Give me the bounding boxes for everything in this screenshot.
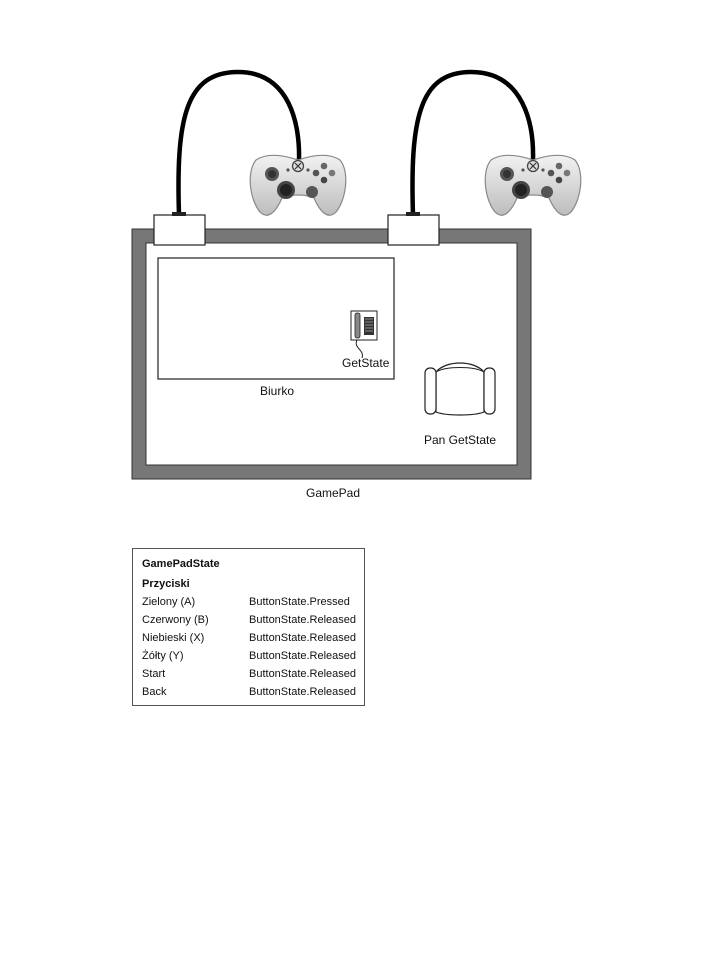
- cable-right: [410, 69, 536, 218]
- button-name: Zielony (A): [142, 596, 196, 608]
- button-state: ButtonState.Pressed: [249, 596, 350, 608]
- gamepad-diagram: GetState Biurko Pan GetState GamePad: [131, 69, 582, 500]
- button-state: ButtonState.Released: [249, 614, 357, 626]
- table-row: Back ButtonState.Released: [142, 686, 358, 704]
- controller-icon: [484, 154, 582, 216]
- table-rows: Zielony (A) ButtonState.Pressed Czerwony…: [142, 596, 358, 704]
- gamepad-state-table: GamePadState Przyciski Zielony (A) Butto…: [132, 548, 365, 706]
- chair-label: Pan GetState: [424, 433, 497, 447]
- button-name: Niebieski (X): [142, 632, 205, 644]
- telephone-icon: [350, 310, 378, 359]
- button-state: ButtonState.Released: [249, 650, 357, 662]
- button-name: Czerwony (B): [142, 614, 209, 626]
- table-row: Żółty (Y) ButtonState.Released: [142, 650, 358, 668]
- button-name: Back: [142, 686, 167, 698]
- controller-icon: [249, 154, 347, 216]
- button-state: ButtonState.Released: [249, 632, 357, 644]
- phone-label: GetState: [342, 356, 390, 370]
- button-state: ButtonState.Released: [249, 686, 357, 698]
- desk-label: Biurko: [260, 384, 295, 398]
- port-right: [387, 214, 440, 246]
- table-title: GamePadState: [142, 558, 220, 570]
- table-row: Start ButtonState.Released: [142, 668, 358, 686]
- table-row: Zielony (A) ButtonState.Pressed: [142, 596, 358, 614]
- port-left: [153, 214, 206, 246]
- gamepad-label: GamePad: [306, 486, 361, 500]
- chair-icon: [424, 362, 496, 416]
- section-heading: Przyciski: [142, 578, 190, 590]
- button-name: Żółty (Y): [142, 650, 184, 662]
- table-row: Niebieski (X) ButtonState.Released: [142, 632, 358, 650]
- table-row: Czerwony (B) ButtonState.Released: [142, 614, 358, 632]
- button-name: Start: [142, 668, 166, 680]
- button-state: ButtonState.Released: [249, 668, 357, 680]
- diagram-canvas: [131, 69, 582, 480]
- cable-left: [176, 69, 302, 218]
